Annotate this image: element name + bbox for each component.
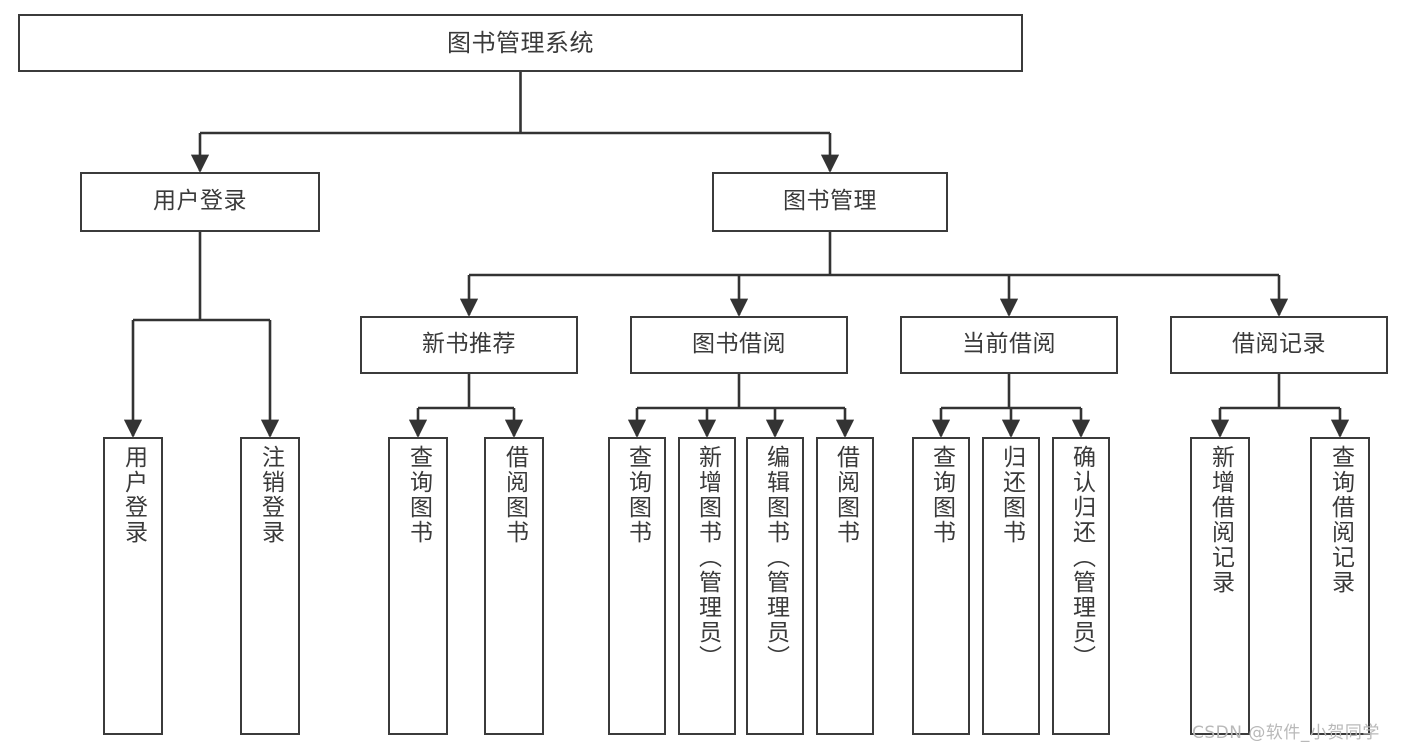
node-leaf-query-book-recommend[interactable]: 查询图书 [388,437,448,735]
node-label: 当前借阅 [962,331,1056,358]
node-label: 新书推荐 [422,331,516,358]
node-label: 查询借阅记录 [1327,445,1354,595]
node-label: 借阅图书 [832,445,859,545]
node-label: 图书借阅 [692,331,786,358]
node-label: 新增借阅记录 [1207,445,1234,595]
node-leaf-confirm-return-admin[interactable]: 确认归还（管理员） [1052,437,1110,735]
node-current-borrow[interactable]: 当前借阅 [900,316,1118,374]
node-leaf-query-borrow-record[interactable]: 查询借阅记录 [1310,437,1370,735]
node-leaf-user-login[interactable]: 用户登录 [103,437,163,735]
node-leaf-add-borrow-record[interactable]: 新增借阅记录 [1190,437,1250,735]
node-label: 查询图书 [928,445,955,545]
node-book-management[interactable]: 图书管理 [712,172,948,232]
csdn-watermark: CSDN @软件_小贺同学 [1192,723,1380,743]
node-book-borrow[interactable]: 图书借阅 [630,316,848,374]
node-leaf-return-book[interactable]: 归还图书 [982,437,1040,735]
node-leaf-borrow-book[interactable]: 借阅图书 [816,437,874,735]
node-label: 用户登录 [120,445,147,545]
node-label: 归还图书 [998,445,1025,545]
node-label: 注销登录 [257,445,284,545]
node-label: 查询图书 [405,445,432,545]
node-leaf-query-book-borrow[interactable]: 查询图书 [608,437,666,735]
node-label: 确认归还（管理员） [1068,445,1095,670]
node-new-book-recommend[interactable]: 新书推荐 [360,316,578,374]
node-leaf-edit-book-admin[interactable]: 编辑图书（管理员） [746,437,804,735]
node-user-login[interactable]: 用户登录 [80,172,320,232]
node-label: 编辑图书（管理员） [762,445,789,670]
node-label: 图书管理 [783,188,877,215]
node-label: 查询图书 [624,445,651,545]
node-borrow-record[interactable]: 借阅记录 [1170,316,1388,374]
node-label: 借阅图书 [501,445,528,545]
node-leaf-query-book-current[interactable]: 查询图书 [912,437,970,735]
node-label: 用户登录 [153,188,247,215]
node-label: 图书管理系统 [447,28,594,57]
node-leaf-add-book-admin[interactable]: 新增图书（管理员） [678,437,736,735]
node-label: 借阅记录 [1232,331,1326,358]
node-leaf-borrow-book-recommend[interactable]: 借阅图书 [484,437,544,735]
node-leaf-logout-login[interactable]: 注销登录 [240,437,300,735]
node-root[interactable]: 图书管理系统 [18,14,1023,72]
node-label: 新增图书（管理员） [694,445,721,670]
